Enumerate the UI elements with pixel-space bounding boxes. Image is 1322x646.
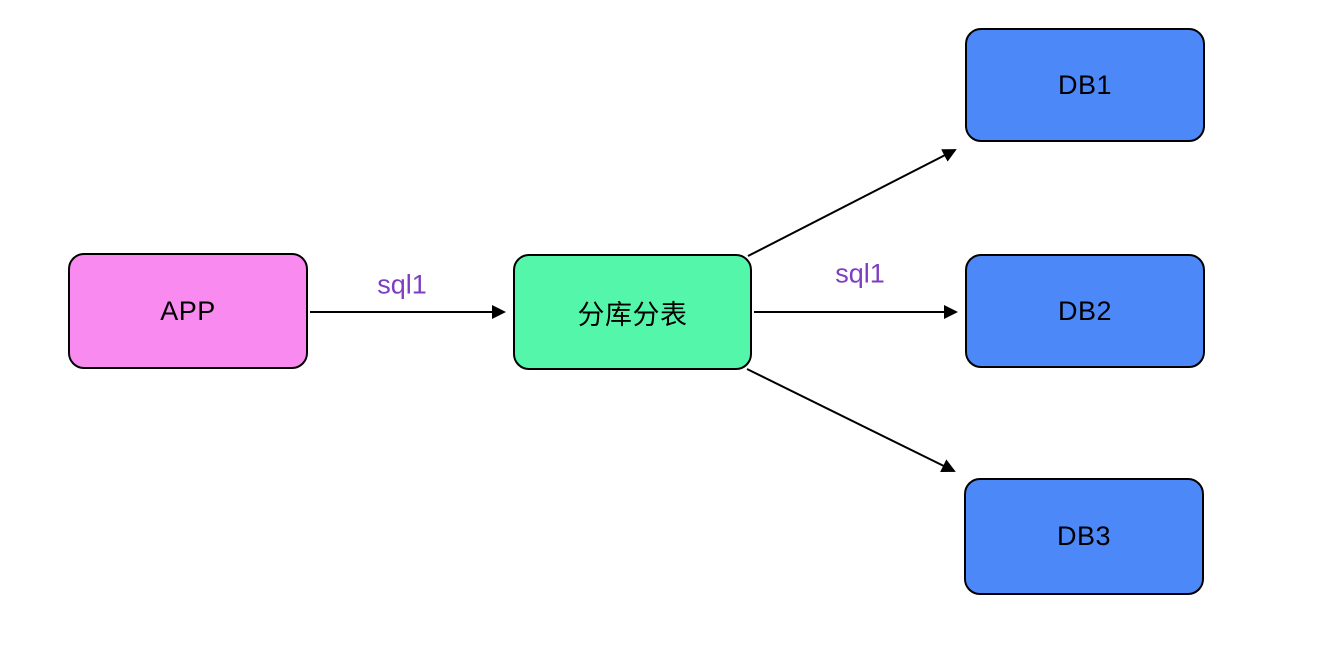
node-db1[interactable]: DB1	[965, 28, 1205, 142]
node-sharding-label: 分库分表	[577, 299, 688, 330]
node-app-label: APP	[160, 295, 216, 326]
edge-label-sql1-shard-to-db2[interactable]: sql1	[835, 258, 885, 289]
node-sharding[interactable]: 分库分表	[513, 254, 752, 370]
node-db3[interactable]: DB3	[964, 478, 1204, 595]
node-db2[interactable]: DB2	[965, 254, 1205, 368]
edge-label-sql1-app-to-shard[interactable]: sql1	[377, 269, 427, 300]
node-db3-label: DB3	[1056, 521, 1112, 551]
node-db2-label: DB2	[1057, 295, 1113, 326]
edge-shard-to-db3[interactable]	[746, 368, 956, 472]
node-app[interactable]: APP	[68, 253, 308, 369]
node-db1-label: DB1	[1057, 69, 1113, 100]
edge-shard-to-db1[interactable]	[747, 149, 957, 257]
